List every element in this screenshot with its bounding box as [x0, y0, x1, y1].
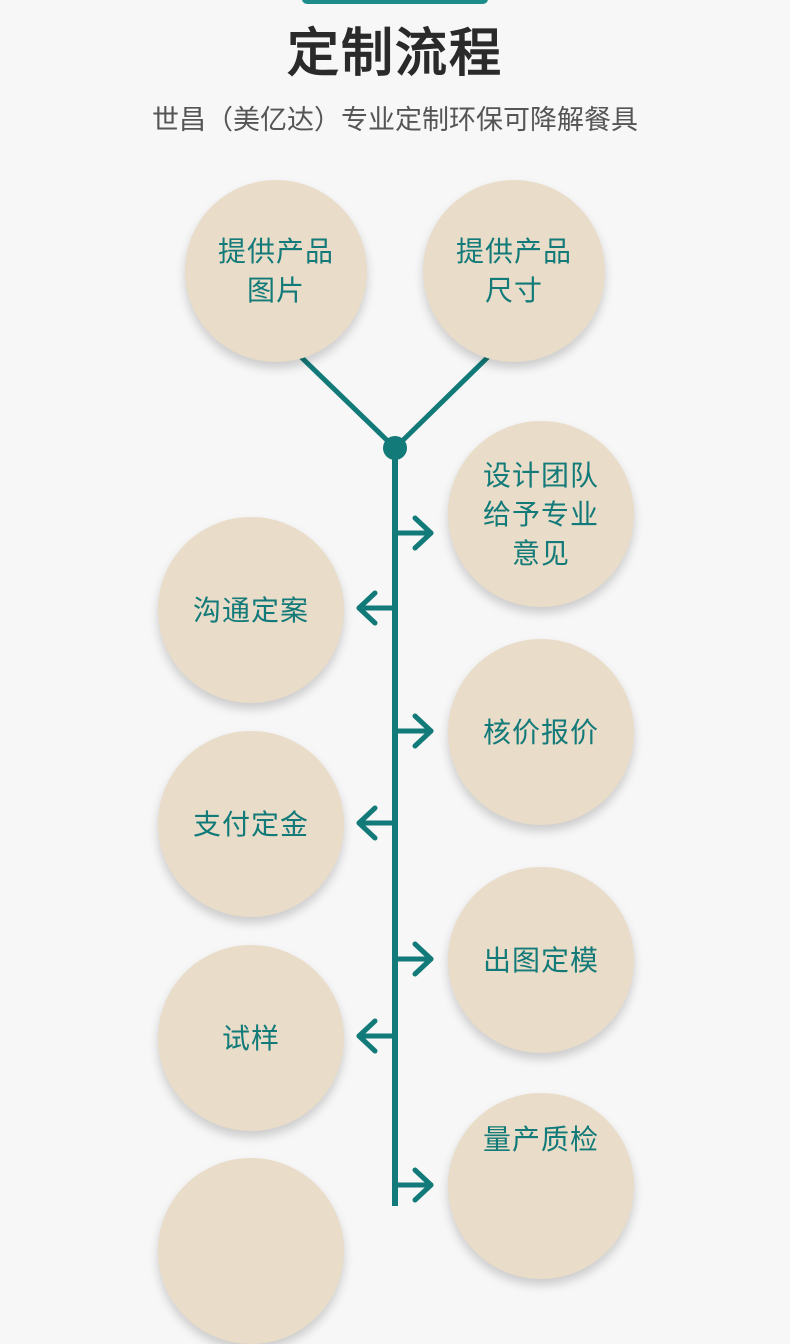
flow-diagram: [298, 353, 492, 1206]
step-label: 设计团队 给予专业 意见: [482, 458, 599, 570]
step-label: 提供产品 图片: [217, 235, 334, 307]
step-label: 量产质检: [482, 1122, 599, 1156]
arrow-right-icon: [392, 941, 434, 977]
junction-dot: [383, 436, 407, 460]
step-design-advice: 设计团队 给予专业 意见: [448, 421, 634, 607]
step-drawing-mold: 出图定模: [448, 867, 634, 1053]
arrow-right-icon: [392, 515, 434, 551]
arrow-right-icon: [392, 1167, 434, 1203]
step-label: 核价报价: [482, 715, 599, 749]
step-label: 出图定模: [482, 943, 599, 977]
step-deposit: 支付定金: [158, 731, 344, 917]
step-label: 试样: [221, 1021, 280, 1055]
step-provide-images: 提供产品 图片: [185, 180, 367, 362]
branch-line-right: [392, 353, 492, 451]
step-next-partial: [158, 1158, 344, 1344]
page-title: 定制流程: [286, 24, 503, 84]
step-label: 沟通定案: [192, 593, 309, 627]
page-subtitle: 世昌（美亿达）专业定制环保可降解餐具: [152, 105, 638, 136]
step-label: 提供产品 尺寸: [455, 235, 572, 307]
header-tab-decoration: [302, 0, 488, 4]
arrow-left-icon: [356, 590, 398, 626]
branch-line-left: [298, 354, 398, 451]
step-sampling: 试样: [158, 945, 344, 1131]
step-label: 支付定金: [192, 807, 309, 841]
step-mass-production-qc: 量产质检: [448, 1093, 634, 1279]
arrow-right-icon: [392, 713, 434, 749]
step-communication: 沟通定案: [158, 517, 344, 703]
arrow-left-icon: [356, 805, 398, 841]
arrow-left-icon: [356, 1018, 398, 1054]
step-provide-dimensions: 提供产品 尺寸: [423, 180, 605, 362]
step-quotation: 核价报价: [448, 639, 634, 825]
